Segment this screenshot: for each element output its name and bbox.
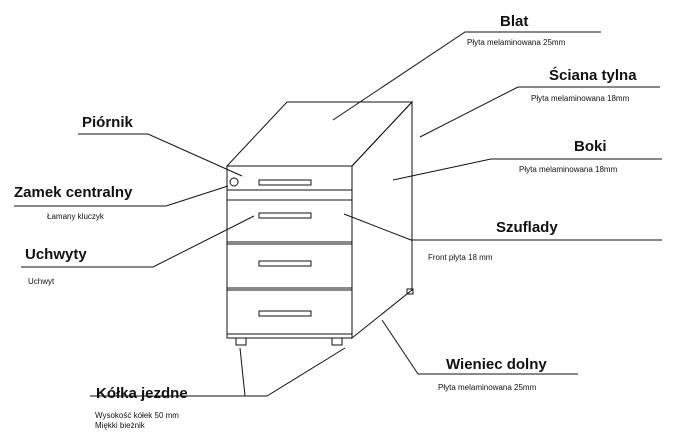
label-kolka-desc1: Wysokość kółek 50 mm bbox=[95, 411, 179, 420]
wheel-back bbox=[406, 288, 414, 295]
label-szuflady-desc: Front płyta 18 mm bbox=[428, 253, 493, 262]
label-blat-title: Blat bbox=[500, 13, 529, 30]
leader-sciana bbox=[419, 86, 660, 138]
leader-blat bbox=[332, 31, 601, 121]
label-boki-desc: Płyta melaminowana 18mm bbox=[519, 165, 618, 174]
handle-3 bbox=[258, 260, 312, 267]
label-kolka-title: Kółka jezdne bbox=[96, 385, 188, 402]
leader-piornik bbox=[78, 133, 243, 177]
label-zamek-desc: Łamany kluczyk bbox=[47, 212, 104, 221]
leader-boki bbox=[392, 158, 662, 181]
leader-szuflady bbox=[343, 213, 662, 241]
label-zamek-title: Zamek centralny bbox=[14, 184, 133, 201]
top-panel bbox=[225, 101, 414, 167]
wheel-left bbox=[235, 337, 247, 346]
leader-wieniec bbox=[381, 319, 578, 375]
label-wieniec-title: Wieniec dolny bbox=[446, 356, 547, 373]
label-uchwyty-title: Uchwyty bbox=[25, 246, 87, 263]
label-sciana-desc: Płyta melaminowana 18mm bbox=[531, 94, 630, 103]
front-face bbox=[226, 165, 353, 339]
handle-1 bbox=[258, 179, 312, 186]
label-piornik-title: Piórnik bbox=[82, 114, 133, 131]
label-szuflady-title: Szuflady bbox=[496, 219, 558, 236]
handle-2 bbox=[258, 212, 312, 219]
leader-uchwyty bbox=[21, 215, 255, 268]
label-boki-title: Boki bbox=[574, 138, 607, 155]
label-wieniec-desc: Płyta melaminowana 25mm bbox=[438, 383, 537, 392]
label-sciana-title: Ściana tylna bbox=[549, 67, 637, 84]
leader-zamek bbox=[14, 185, 229, 207]
lock-icon bbox=[229, 177, 239, 187]
label-kolka-desc2: Miękki bieżnik bbox=[95, 421, 145, 430]
wheel-right bbox=[331, 337, 343, 346]
label-blat-desc: Płyta melaminowana 25mm bbox=[467, 38, 566, 47]
handle-4 bbox=[258, 310, 312, 317]
leader-kolka bbox=[90, 347, 346, 397]
label-uchwyty-desc: Uchwyt bbox=[28, 277, 55, 286]
